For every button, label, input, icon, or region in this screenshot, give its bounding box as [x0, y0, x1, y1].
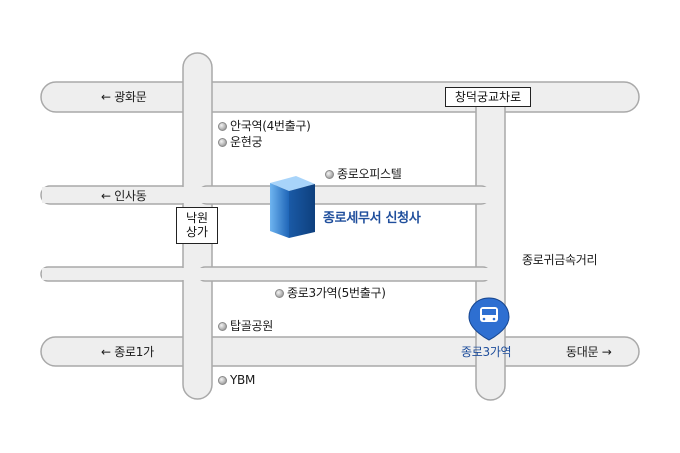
poi-tapgol-park: 탑골공원 — [218, 319, 273, 333]
label-gwigeumsok-street: 종로귀금속거리 — [522, 253, 598, 267]
label-dongdaemun: 동대문 → — [566, 345, 612, 359]
gray-dot-icon — [218, 376, 227, 385]
label-nagwon-arcade: 낙원 상가 — [176, 207, 218, 244]
gray-dot-icon — [218, 322, 227, 331]
poi-ybm: YBM — [218, 373, 255, 387]
gray-dot-icon — [325, 170, 334, 179]
bus-icon[interactable] — [468, 297, 510, 341]
label-tax-office: 종로세무서 신청사 — [323, 211, 421, 226]
gray-dot-icon — [218, 138, 227, 147]
building-icon — [270, 176, 315, 238]
poi-jongno3ga-exit5: 종로3가역(5번출구) — [275, 286, 386, 300]
gray-dot-icon — [218, 122, 227, 131]
nagwon-line2: 상가 — [185, 225, 209, 239]
gray-dot-icon — [275, 289, 284, 298]
nagwon-line1: 낙원 — [185, 211, 209, 225]
intersections — [42, 83, 504, 365]
label-changdeokgung-intersection: 창덕궁교차로 — [445, 87, 531, 107]
poi-unhyeongung: 운현궁 — [218, 135, 263, 149]
poi-jongno-office: 종로오피스텔 — [325, 167, 402, 181]
poi-anguk-station: 안국역(4번출구) — [218, 119, 311, 133]
label-insadong: ← 인사동 — [101, 189, 147, 203]
label-gwanghwamun: ← 광화문 — [101, 90, 147, 104]
label-jongno1ga: ← 종로1가 — [101, 345, 154, 359]
label-jongno3ga-station: 종로3가역 — [461, 345, 512, 359]
